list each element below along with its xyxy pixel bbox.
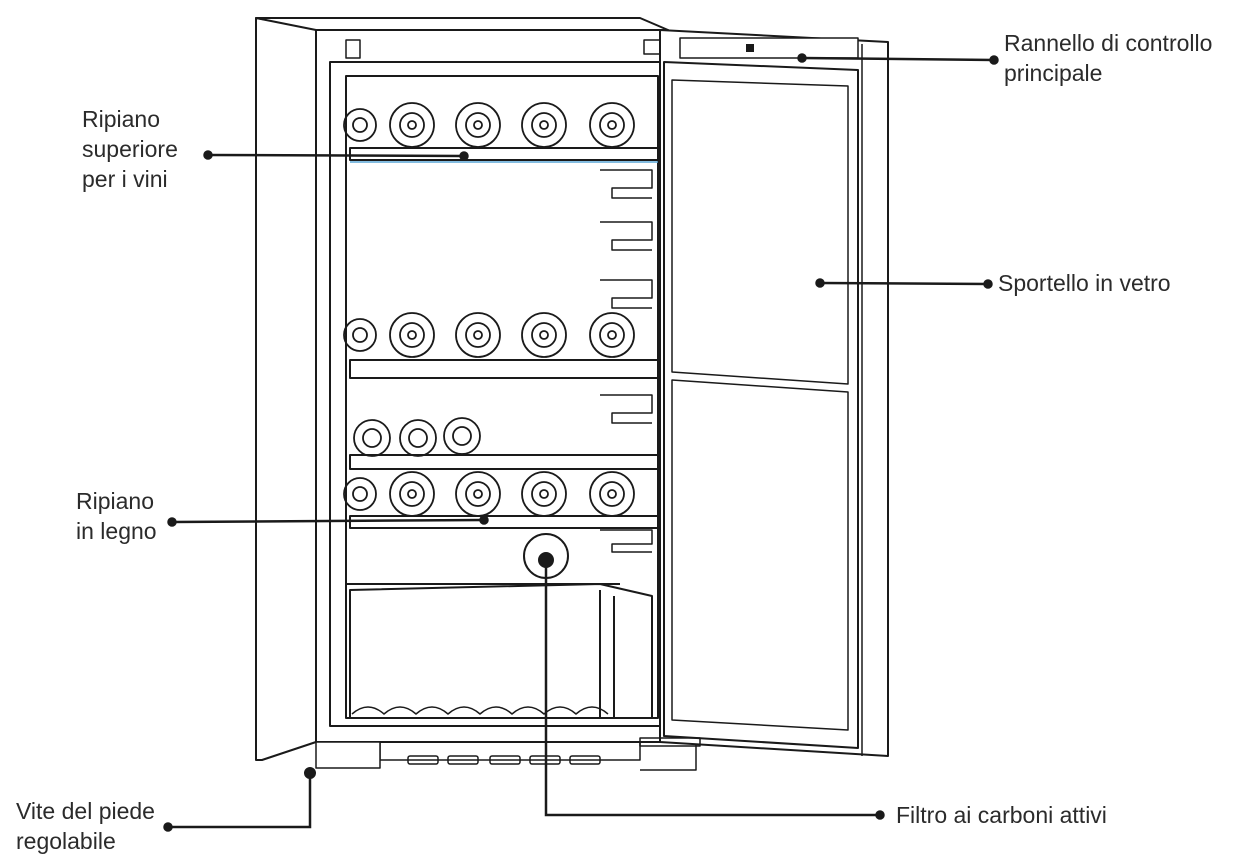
callout-line-filter [544, 560, 880, 817]
callout-line-wood-shelf [171, 518, 485, 524]
bottles-small-row [353, 417, 481, 457]
callout-line-control [801, 56, 995, 62]
bottles-middle-row [343, 312, 635, 358]
wooden-shelf [349, 515, 659, 529]
top-hinge [345, 39, 361, 59]
glass-door [639, 29, 889, 757]
label-control-panel: Rannello di controllo principale [1004, 30, 1213, 86]
lower-shelf [349, 454, 659, 470]
callouts [163, 53, 999, 832]
bottles-lower-row [343, 471, 635, 517]
label-wood-shelf: Ripiano in legno [76, 488, 157, 544]
label-carbon-filter: Filtro ai carboni attivi [896, 802, 1107, 828]
bottom-drawer [349, 583, 653, 719]
shelf-rails [600, 169, 653, 553]
label-top-shelf: Ripiano superiore per i vini [82, 106, 178, 192]
wine-cooler [255, 17, 889, 779]
label-foot-screw: Vite del piede regolabile [16, 798, 155, 854]
cabinet-side-panel [255, 17, 317, 761]
middle-shelf [349, 359, 659, 379]
control-panel [679, 37, 859, 59]
callout-line-top-shelf [207, 153, 465, 158]
control-knob-icon [746, 44, 754, 52]
callout-line-foot [168, 773, 312, 829]
door-bottom-hinge [639, 737, 701, 747]
left-foot [315, 741, 381, 769]
bottles-top-row [343, 102, 635, 148]
cabinet-top [255, 17, 669, 31]
callout-line-door [819, 281, 989, 286]
label-glass-door: Sportello in vetro [998, 270, 1171, 296]
